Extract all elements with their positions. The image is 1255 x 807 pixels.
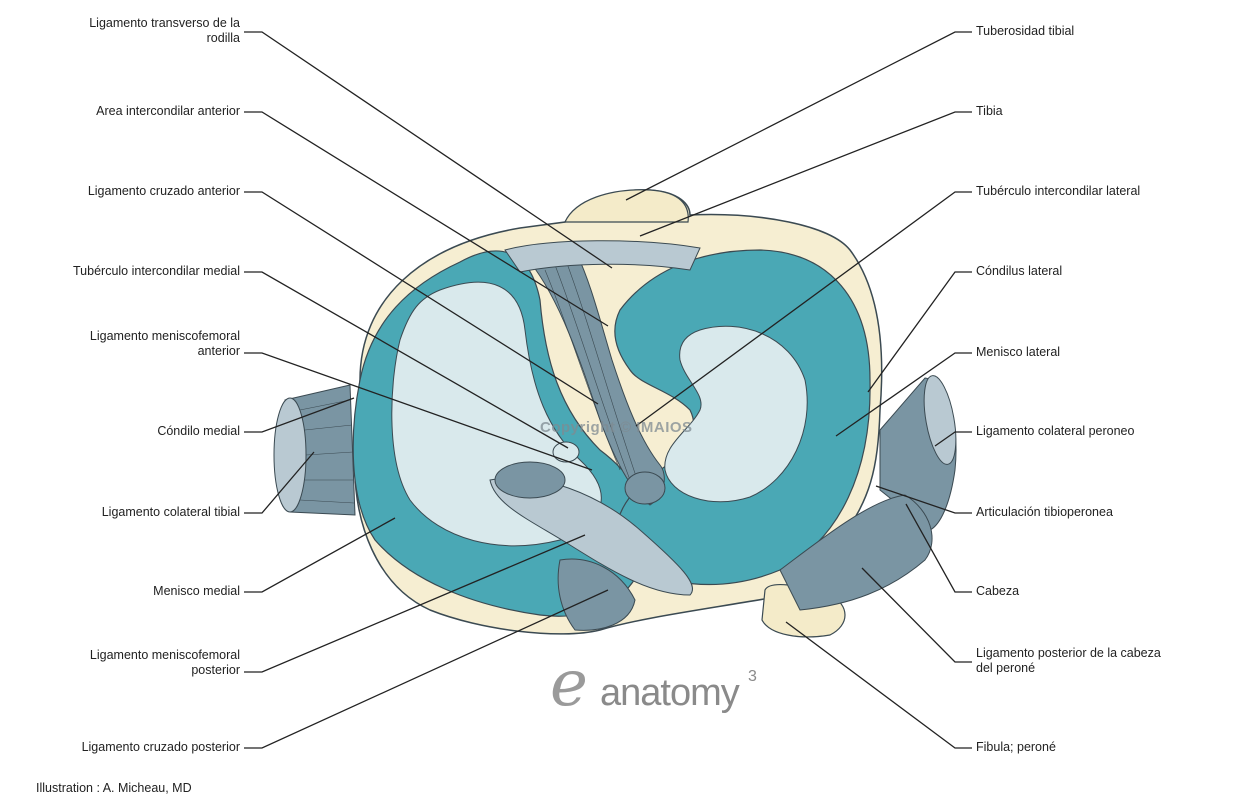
- label-line: Cóndilo medial: [157, 424, 240, 439]
- medial-tubercle: [553, 442, 579, 462]
- label-line: Fibula; peroné: [976, 740, 1056, 755]
- label-line: Ligamento colateral tibial: [102, 505, 240, 520]
- label-fibula: Fibula; peroné: [976, 740, 1056, 755]
- copyright-watermark: Copyright © IMAIOS: [540, 419, 693, 436]
- label-line: anterior: [90, 344, 240, 359]
- label-line: Menisco medial: [153, 584, 240, 599]
- label-articulacion: Articulación tibioperonea: [976, 505, 1113, 520]
- label-line: Ligamento posterior de la cabeza: [976, 646, 1161, 661]
- tibial-collateral-cut: [274, 398, 306, 512]
- label-line: Ligamento cruzado posterior: [82, 740, 240, 755]
- label-line: Ligamento meniscofemoral: [90, 329, 240, 344]
- label-lig-cruzado-posterior: Ligamento cruzado posterior: [82, 740, 240, 755]
- label-area-intercondilar: Area intercondilar anterior: [96, 104, 240, 119]
- label-line: Tubérculo intercondilar medial: [73, 264, 240, 279]
- label-tibia: Tibia: [976, 104, 1003, 119]
- label-line: Menisco lateral: [976, 345, 1060, 360]
- label-lig-cruzado-anterior: Ligamento cruzado anterior: [88, 184, 240, 199]
- label-menisco-lateral: Menisco lateral: [976, 345, 1060, 360]
- label-line: Cóndilus lateral: [976, 264, 1062, 279]
- label-cabeza: Cabeza: [976, 584, 1019, 599]
- label-condilo-medial: Cóndilo medial: [157, 424, 240, 439]
- label-menisco-medial: Menisco medial: [153, 584, 240, 599]
- label-tuberculo-medial: Tubérculo intercondilar medial: [73, 264, 240, 279]
- label-line: rodilla: [89, 31, 240, 46]
- label-line: posterior: [90, 663, 240, 678]
- label-line: del peroné: [976, 661, 1161, 676]
- eanatomy-logo-icon: e: [550, 652, 588, 716]
- logo-superscript: 3: [748, 668, 757, 686]
- label-line: Tubérculo intercondilar lateral: [976, 184, 1140, 199]
- acl-stump: [625, 472, 665, 504]
- meniscofemoral-cut: [495, 462, 565, 498]
- label-lig-colateral-tibial: Ligamento colateral tibial: [102, 505, 240, 520]
- label-line: Tuberosidad tibial: [976, 24, 1074, 39]
- tuberosidad-bump: [565, 190, 688, 222]
- logo-text: anatomy: [600, 672, 739, 715]
- label-line: Ligamento colateral peroneo: [976, 424, 1134, 439]
- illustration-credit: Illustration : A. Micheau, MD: [36, 781, 192, 795]
- label-line: Cabeza: [976, 584, 1019, 599]
- label-condilus-lateral: Cóndilus lateral: [976, 264, 1062, 279]
- label-line: Ligamento cruzado anterior: [88, 184, 240, 199]
- label-line: Ligamento meniscofemoral: [90, 648, 240, 663]
- label-line: Tibia: [976, 104, 1003, 119]
- label-line: Area intercondilar anterior: [96, 104, 240, 119]
- label-tuberosidad: Tuberosidad tibial: [976, 24, 1074, 39]
- label-lig-colateral-peroneo: Ligamento colateral peroneo: [976, 424, 1134, 439]
- label-tuberculo-lateral: Tubérculo intercondilar lateral: [976, 184, 1140, 199]
- label-line: Ligamento transverso de la: [89, 16, 240, 31]
- label-line: Articulación tibioperonea: [976, 505, 1113, 520]
